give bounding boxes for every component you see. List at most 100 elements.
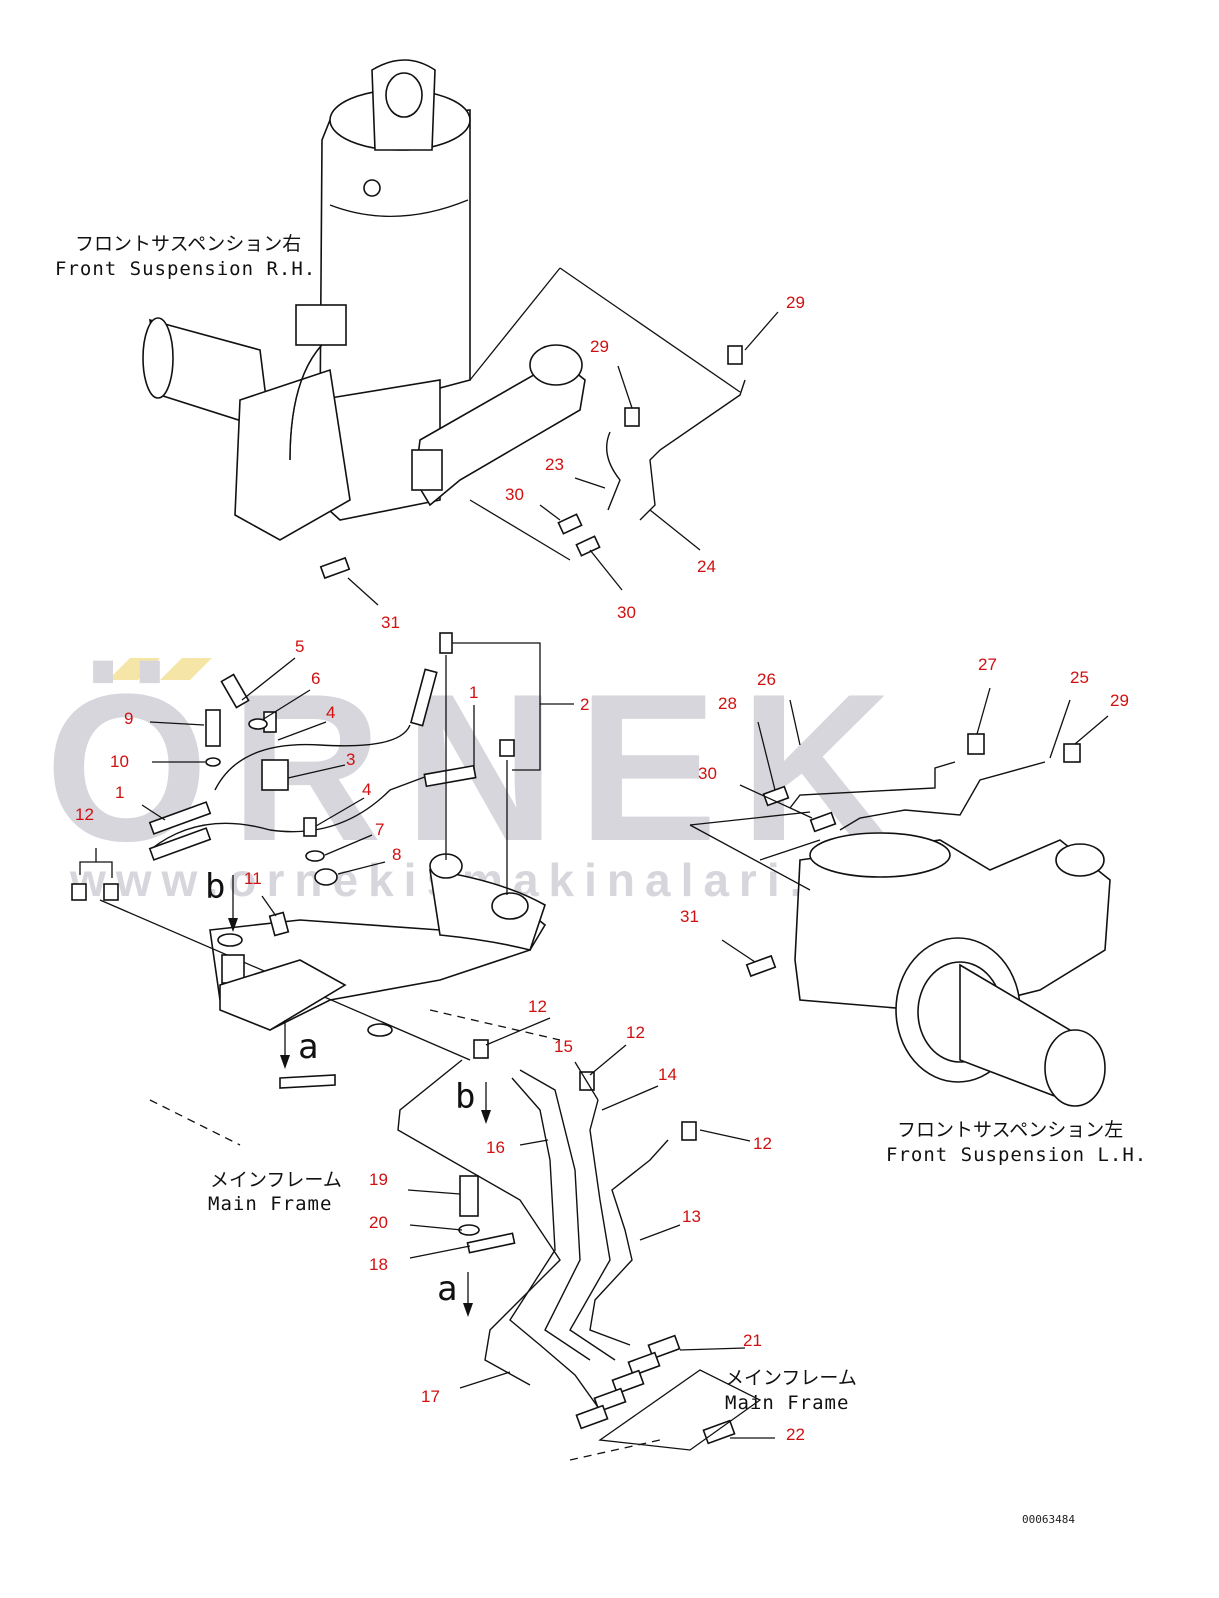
axle-housing [234, 368, 351, 541]
cylinder-ring [329, 199, 469, 218]
callout-25: 25 [1070, 668, 1089, 687]
pipe-24 [639, 379, 746, 521]
washer-7 [305, 850, 325, 862]
elbow-12a [71, 883, 87, 901]
hose-1a [148, 801, 212, 835]
watermark-accent-left [108, 658, 160, 680]
callout-17: 17 [421, 1387, 440, 1406]
drawing-reference: 00063484 [1022, 1513, 1075, 1526]
front-suspension-rh-drawing [142, 59, 746, 580]
main-frame-left-jp: メインフレーム [210, 1169, 342, 1191]
cylinder-body [319, 109, 471, 422]
fitting-22 [702, 1419, 736, 1445]
callout-30: 30 [698, 764, 717, 783]
elbow-12c [473, 1039, 489, 1059]
hose-1c [423, 764, 477, 788]
front-suspension-lh-jp: フロントサスペンション左 [897, 1119, 1123, 1141]
pipe-bundle [397, 1059, 762, 1461]
clip-4b [303, 817, 317, 837]
main-frame-bottom-jp: メインフレーム [725, 1367, 857, 1389]
elbow-12e [681, 1121, 697, 1141]
clip-18 [466, 1232, 516, 1254]
callout-leaders [79, 311, 1109, 1439]
callout-12: 12 [528, 997, 547, 1016]
callout-5: 5 [295, 637, 304, 656]
grease-28 [762, 785, 790, 807]
lh-leader-1 [689, 824, 811, 891]
frame-dashed-line-1 [149, 1099, 241, 1146]
hose-1b [148, 827, 212, 861]
grease-fitting-31a [319, 556, 351, 580]
hose-upper [214, 724, 411, 791]
callout-21: 21 [743, 1331, 762, 1350]
pipe-13 [589, 1139, 669, 1346]
callout-23: 23 [545, 455, 564, 474]
mount-plate-a [219, 959, 347, 1031]
lh-leader-2 [689, 811, 811, 826]
lh-housing [794, 839, 1111, 1011]
pipe-17 [397, 1059, 561, 1386]
callout-1: 1 [115, 783, 124, 802]
pipe-15 [519, 1069, 591, 1361]
callout-30: 30 [617, 603, 636, 622]
fitting-21a [647, 1334, 681, 1360]
callout-13: 13 [682, 1207, 701, 1226]
callout-29: 29 [590, 337, 609, 356]
callout-10: 10 [110, 752, 129, 771]
grease-31b [745, 954, 777, 978]
callout-12: 12 [626, 1023, 645, 1042]
callout-29: 29 [1110, 691, 1129, 710]
frame-hole-1 [217, 933, 243, 947]
plate-a-small [279, 1074, 336, 1089]
pipe-14 [569, 1099, 616, 1361]
callout-24: 24 [697, 557, 716, 576]
hose-main [149, 774, 431, 851]
callout-2: 2 [580, 695, 589, 714]
leader-bracket-bottom [469, 499, 571, 561]
elbow-27 [967, 733, 985, 755]
view-label-b-2: b [455, 1077, 475, 1117]
elbow-11 [268, 911, 290, 937]
bushing-right [491, 892, 529, 920]
callout-28: 28 [718, 694, 737, 713]
front-suspension-lh-en: Front Suspension L.H. [886, 1144, 1147, 1166]
main-frame-bottom-dashed [569, 1439, 661, 1461]
callout-16: 16 [486, 1138, 505, 1157]
nut-8 [314, 868, 338, 886]
lh-cylinder-base [809, 832, 951, 878]
mount-bracket [411, 449, 443, 491]
view-label-a-1: a [298, 1027, 318, 1067]
callout-29: 29 [786, 293, 805, 312]
leader-bracket-top [559, 267, 741, 393]
callout-12: 12 [753, 1134, 772, 1153]
grease-fitting-30a [557, 513, 583, 535]
pipe-23 [606, 431, 621, 511]
elbow-29a [727, 345, 743, 365]
main-frame-left-en: Main Frame [208, 1193, 332, 1215]
main-frame-drawing [71, 632, 697, 1146]
view-label-a-2: a [437, 1269, 457, 1309]
elbow-2 [499, 739, 515, 757]
pipe-flange [295, 304, 347, 346]
callout-18: 18 [369, 1255, 388, 1274]
leader-bracket-top-2 [469, 267, 561, 381]
callout-6: 6 [311, 669, 320, 688]
main-frame-plate-bottom [598, 1369, 762, 1451]
bolt-19 [459, 1175, 479, 1217]
callout-20: 20 [369, 1213, 388, 1232]
callout-11: 11 [244, 869, 262, 888]
callout-22: 22 [786, 1425, 805, 1444]
callout-9: 9 [124, 709, 133, 728]
frame-hole-2 [367, 1023, 393, 1037]
elbow-top [439, 632, 453, 654]
callout-15: 15 [554, 1037, 573, 1056]
washer-10 [205, 757, 221, 767]
front-suspension-rh-en: Front Suspension R.H. [55, 258, 316, 280]
fitting-21c [611, 1369, 645, 1395]
lh-pivot [1055, 843, 1105, 877]
front-suspension-rh-jp: フロントサスペンション右 [75, 233, 301, 255]
elbow-29b [624, 407, 640, 427]
callout-12: 12 [75, 805, 94, 824]
axle-end [142, 317, 174, 399]
